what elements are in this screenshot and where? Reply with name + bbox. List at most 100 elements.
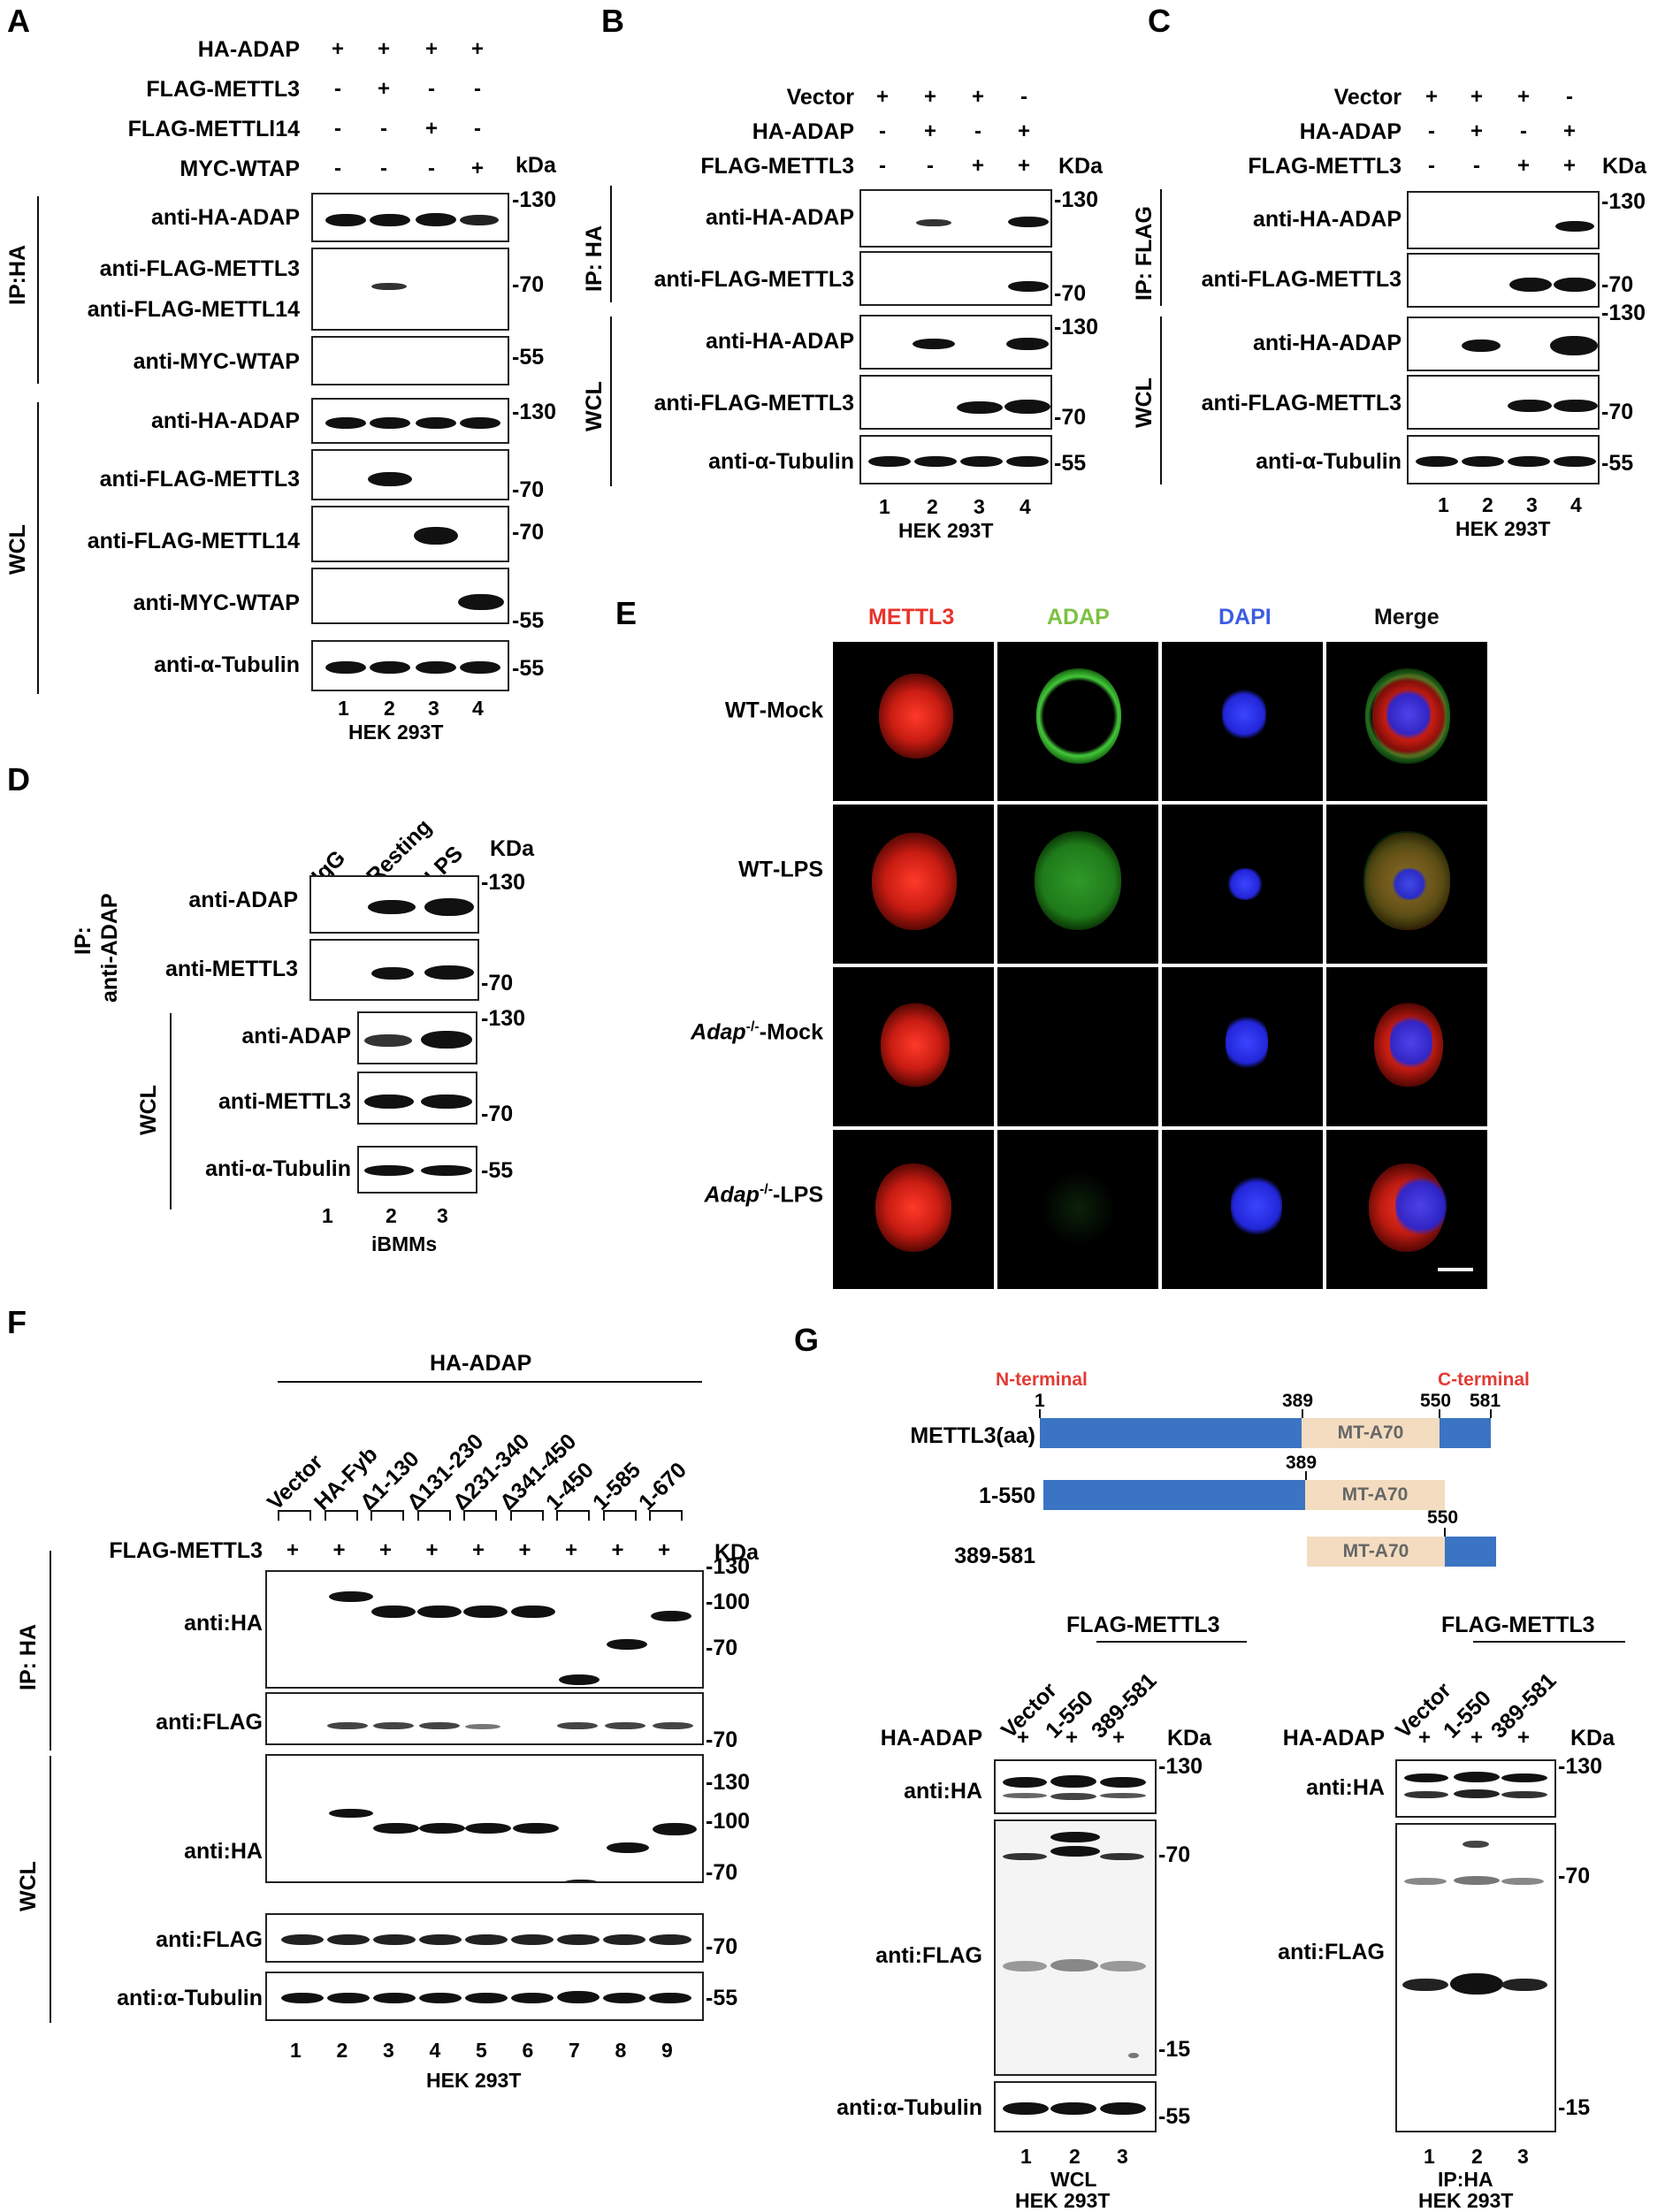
panel-letter-b: B: [601, 3, 624, 39]
mw-marker: -70: [706, 1860, 738, 1885]
blot: [357, 1146, 477, 1194]
construct-bar: [1043, 1480, 1305, 1510]
lane-number: 1: [322, 1204, 333, 1227]
mw-marker: -130: [706, 1554, 751, 1579]
blot-label: anti-α-Tubulin: [708, 449, 854, 474]
sign: +: [332, 37, 345, 61]
blot: [311, 336, 509, 385]
sign: +: [1470, 1726, 1484, 1750]
blot-label: anti:FLAG: [1278, 1940, 1385, 1964]
sign: -: [1566, 85, 1573, 109]
blot-label: anti:α-Tubulin: [836, 2095, 982, 2120]
micrograph-tile: [833, 642, 994, 801]
position-label: 389: [1286, 1453, 1317, 1473]
sign: +: [972, 154, 985, 178]
lane-number: 5: [476, 2039, 487, 2062]
kda-unit: KDa: [1058, 154, 1104, 179]
sign: +: [425, 117, 439, 141]
lane-number: 2: [386, 1204, 397, 1227]
a-row-label: HA-ADAP: [197, 37, 300, 62]
sign: -: [879, 119, 886, 143]
cell-line: iBMMs: [371, 1232, 438, 1255]
sign: -: [1428, 119, 1435, 143]
mw-marker: -70: [706, 1728, 738, 1752]
lane-number: 1: [290, 2039, 302, 2062]
blot-label: anti-FLAG-METTL3: [653, 267, 854, 292]
blot: [265, 1692, 704, 1745]
sign: +: [1065, 1726, 1079, 1750]
cell-line: HEK 293T: [348, 721, 444, 744]
panel-letter-f: F: [7, 1304, 27, 1340]
blot-label: anti:HA: [904, 1779, 982, 1804]
mw-marker: -70: [512, 477, 545, 502]
sign: +: [1470, 119, 1484, 143]
cell-signal: [1395, 1172, 1447, 1239]
mw-marker: -130: [1054, 315, 1099, 339]
position-label: 550: [1427, 1507, 1459, 1528]
sign: -: [1520, 119, 1527, 143]
cell-line: HEK 293T: [1015, 2189, 1111, 2212]
lane-number: 2: [927, 495, 938, 518]
blot-label: anti-HA-ADAP: [1252, 331, 1402, 355]
blot: [859, 189, 1052, 248]
column-bracket: [649, 1510, 683, 1521]
sign: -: [474, 77, 481, 101]
blot: [859, 315, 1052, 370]
c-row-label: Vector: [1333, 85, 1402, 110]
lane-number: 3: [428, 697, 439, 720]
panel-letter-d: D: [7, 761, 30, 797]
sign: +: [425, 37, 439, 61]
mw-marker: -100: [706, 1809, 751, 1834]
micrograph-tile: [833, 805, 994, 964]
blot: [859, 375, 1052, 430]
blot-label: anti:FLAG: [156, 1710, 263, 1735]
lane-number: 3: [1517, 2145, 1529, 2168]
micrograph-tile: [997, 967, 1158, 1126]
scale-bar: [1438, 1268, 1473, 1271]
blot: [1407, 435, 1600, 484]
sign: -: [927, 154, 934, 178]
sign: +: [1018, 119, 1031, 143]
cell-line: HEK 293T: [1455, 517, 1551, 540]
blot-label: anti-METTL3: [218, 1089, 351, 1114]
blot-label: anti-MYC-WTAP: [133, 591, 300, 615]
panel-letter-c: C: [1148, 3, 1171, 39]
cell-signal: [881, 1003, 950, 1087]
column-bracket: [278, 1510, 311, 1521]
condition-label: Adap-/--Mock: [691, 1019, 823, 1045]
mw-marker: -70: [706, 1636, 738, 1660]
ip-label: IP: FLAG: [1132, 206, 1157, 301]
sign: +: [1517, 154, 1531, 178]
sign: -: [428, 77, 435, 101]
sign: +: [471, 156, 485, 180]
kda-unit: KDa: [1167, 1726, 1212, 1751]
cell-signal: [1226, 1011, 1268, 1073]
micrograph-tile: [1326, 1130, 1487, 1289]
blot-label: anti:FLAG: [875, 1943, 982, 1968]
sign: +: [472, 1538, 485, 1562]
ip-label: IP:HA: [5, 244, 30, 305]
sign: +: [611, 1538, 624, 1562]
blot-label: anti:HA: [1306, 1775, 1385, 1800]
mw-marker: -130: [1601, 301, 1646, 325]
kda-unit: kDa: [516, 153, 556, 178]
row-label: FLAG-METTL3: [109, 1538, 263, 1563]
ip-label: IP:: [71, 927, 95, 955]
lane-number: 2: [1482, 493, 1493, 516]
sign: +: [924, 85, 937, 109]
blot-label: anti-METTL3: [165, 957, 298, 981]
mw-marker: -55: [1601, 451, 1634, 476]
blot: [994, 1759, 1157, 1814]
sign: +: [1112, 1726, 1126, 1750]
blot-label: anti-FLAG-METTL3: [99, 256, 300, 281]
group-label: HA-ADAP: [430, 1351, 532, 1376]
cell-signal: [1043, 1169, 1114, 1248]
micrograph-tile: [1326, 642, 1487, 801]
blot: [859, 251, 1052, 306]
lane-number: 2: [336, 2039, 348, 2062]
lane-number: 4: [1570, 493, 1582, 516]
cell-signal: [875, 1163, 951, 1252]
sign: -: [380, 156, 387, 180]
blot: [265, 1754, 704, 1883]
sign: +: [1018, 154, 1031, 178]
